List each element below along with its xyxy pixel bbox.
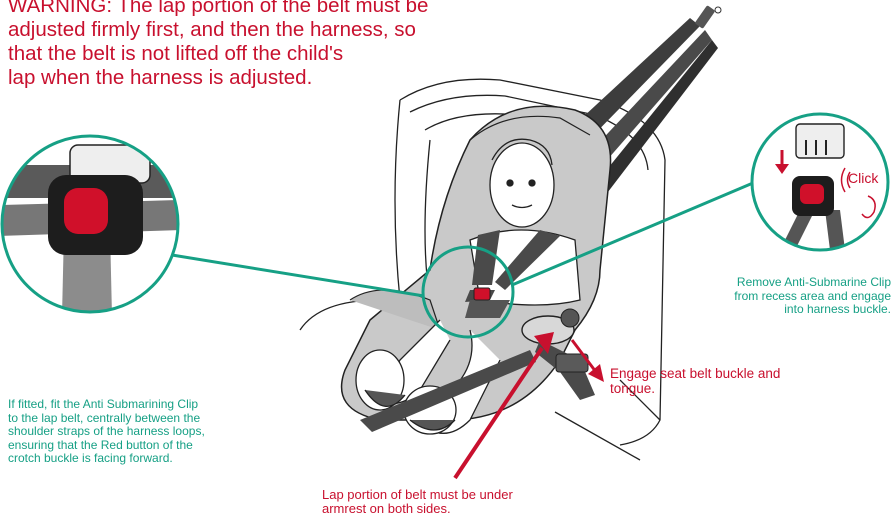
connector-left	[172, 255, 424, 296]
warning-line: adjusted firmly first, and then the harn…	[8, 18, 528, 42]
warning-text: WARNING: The lap portion of the belt mus…	[8, 0, 528, 90]
zoom-circle-left	[0, 136, 180, 316]
note-line: ensuring that the Red button of the	[8, 439, 205, 453]
warning-line: WARNING: The lap portion of the belt mus…	[8, 0, 528, 18]
note-line: armrest on both sides.	[322, 502, 513, 516]
click-label: Click	[848, 170, 878, 186]
note-line: Engage seat belt buckle and	[610, 366, 780, 381]
note-line: into harness buckle.	[734, 303, 891, 317]
crotch-buckle-button	[474, 288, 490, 300]
engage-buckle-note: Engage seat belt buckle and tongue.	[610, 366, 780, 396]
note-line: Remove Anti-Submarine Clip	[734, 276, 891, 290]
note-line: Lap portion of belt must be under	[322, 488, 513, 502]
note-line: crotch buckle is facing forward.	[8, 452, 205, 466]
warning-line: lap when the harness is adjusted.	[8, 66, 528, 90]
remove-clip-note: Remove Anti-Submarine Clip from recess a…	[734, 276, 891, 317]
note-line: If fitted, fit the Anti Submarining Clip	[8, 398, 205, 412]
note-line: to the lap belt, centrally between the	[8, 412, 205, 426]
note-line: tongue.	[610, 381, 780, 396]
note-line: from recess area and engage	[734, 290, 891, 304]
clip-fit-note: If fitted, fit the Anti Submarining Clip…	[8, 398, 205, 466]
lap-portion-note: Lap portion of belt must be under armres…	[322, 488, 513, 516]
warning-line: that the belt is not lifted off the chil…	[8, 42, 528, 66]
note-line: shoulder straps of the harness loops,	[8, 425, 205, 439]
